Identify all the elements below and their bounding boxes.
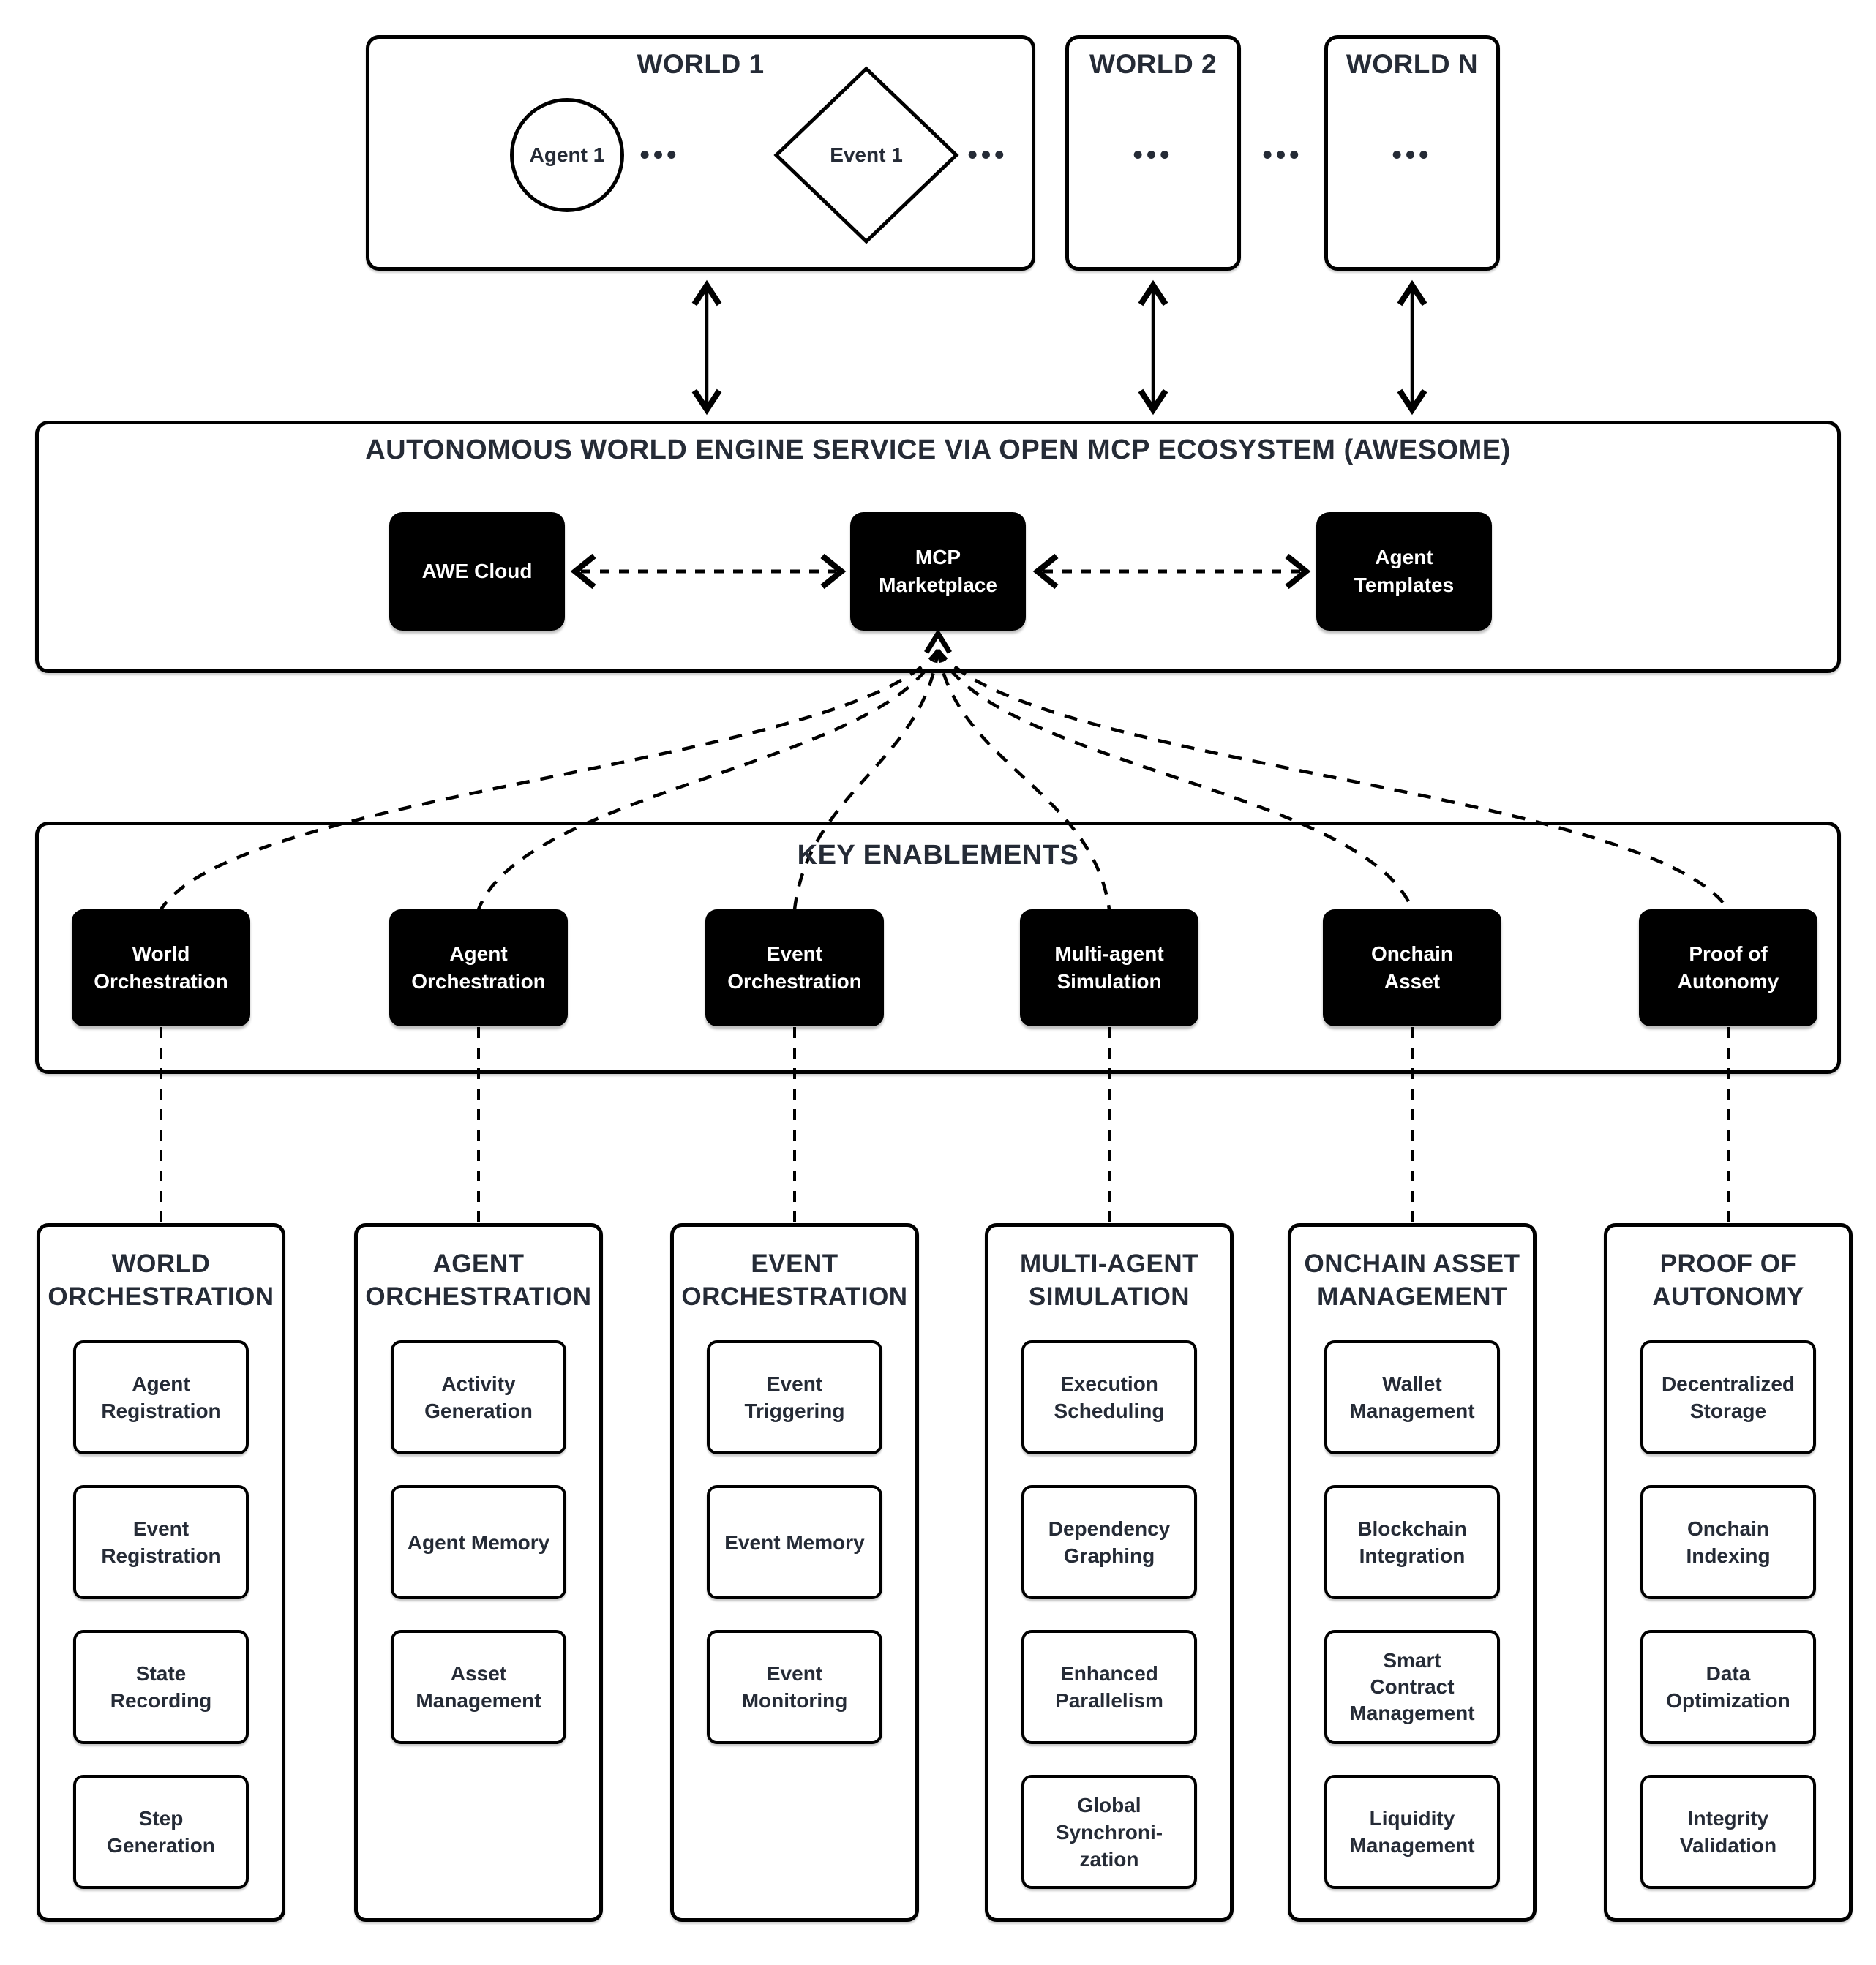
arrowhead-up-icon xyxy=(691,279,722,307)
arrowhead-right-icon xyxy=(1285,553,1311,590)
arrowhead-up-icon xyxy=(1138,279,1168,307)
column-world-orchestration: WORLD ORCHESTRATION Agent Registration E… xyxy=(37,1223,285,1922)
feature-box: Blockchain Integration xyxy=(1324,1485,1500,1599)
worldN-title: WORLD N xyxy=(1346,49,1479,79)
feature-box: Integrity Validation xyxy=(1640,1775,1816,1889)
feature-box: Global Synchroni- zation xyxy=(1021,1775,1197,1889)
feature-box: Event Memory xyxy=(707,1485,882,1599)
world1-box: WORLD 1 Agent 1 ••• Event 1 ••• xyxy=(366,35,1035,271)
onchain-asset-node: Onchain Asset xyxy=(1323,909,1501,1026)
feature-box: Activity Generation xyxy=(391,1340,566,1454)
feature-box: Liquidity Management xyxy=(1324,1775,1500,1889)
feature-box: Decentralized Storage xyxy=(1640,1340,1816,1454)
column-title: MULTI-AGENT SIMULATION xyxy=(1020,1250,1198,1311)
column-onchain-asset-management: ONCHAIN ASSET MANAGEMENT Wallet Manageme… xyxy=(1288,1223,1537,1922)
arrowhead-right-icon xyxy=(820,553,847,590)
world1-title: WORLD 1 xyxy=(637,49,765,79)
arrowhead-down-icon xyxy=(691,388,722,416)
worldN-ellipsis: ••• xyxy=(1392,140,1433,170)
agent1-circle: Agent 1 xyxy=(510,98,624,212)
world2-box: WORLD 2 ••• xyxy=(1065,35,1241,271)
column-agent-orchestration: AGENT ORCHESTRATION Activity Generation … xyxy=(354,1223,603,1922)
feature-box: Enhanced Parallelism xyxy=(1021,1630,1197,1744)
arrowhead-down-icon xyxy=(1397,388,1427,416)
feature-box: Event Registration xyxy=(73,1485,249,1599)
feature-box: Agent Memory xyxy=(391,1485,566,1599)
feature-box: Agent Registration xyxy=(73,1340,249,1454)
key-enablements-title: KEY ENABLEMENTS xyxy=(797,840,1079,871)
column-event-orchestration: EVENT ORCHESTRATION Event Triggering Eve… xyxy=(670,1223,919,1922)
event-ellipsis: ••• xyxy=(967,140,1008,170)
agent1-label: Agent 1 xyxy=(529,143,605,166)
mcp-onchain-asset-link xyxy=(936,649,1414,910)
proof-autonomy-node: Proof of Autonomy xyxy=(1639,909,1817,1026)
awesome-title: AUTONOMOUS WORLD ENGINE SERVICE VIA OPEN… xyxy=(365,435,1511,465)
world2-ellipsis: ••• xyxy=(1133,140,1174,170)
event1-label: Event 1 xyxy=(830,143,903,166)
key-enablements-band: KEY ENABLEMENTS World Orchestration Agen… xyxy=(35,822,1841,1074)
column-multiagent-simulation: MULTI-AGENT SIMULATION Execution Schedul… xyxy=(985,1223,1234,1922)
feature-box: Wallet Management xyxy=(1324,1340,1500,1454)
arrowhead-up-icon xyxy=(1397,279,1427,307)
agent-templates-node: Agent Templates xyxy=(1316,512,1492,631)
event-orchestration-node: Event Orchestration xyxy=(705,909,884,1026)
feature-box: Execution Scheduling xyxy=(1021,1340,1197,1454)
agent-orchestration-node: Agent Orchestration xyxy=(389,909,568,1026)
awesome-band: AUTONOMOUS WORLD ENGINE SERVICE VIA OPEN… xyxy=(35,421,1841,673)
feature-box: State Recording xyxy=(73,1630,249,1744)
column-proof-of-autonomy: PROOF OF AUTONOMY Decentralized Storage … xyxy=(1604,1223,1853,1922)
mcp-agent-orchestration-link xyxy=(476,649,940,910)
arrowhead-down-icon xyxy=(1138,388,1168,416)
feature-box: Step Generation xyxy=(73,1775,249,1889)
column-title: WORLD ORCHESTRATION xyxy=(48,1250,274,1311)
mcp-event-orchestration-link xyxy=(792,649,940,910)
world-orchestration-node: World Orchestration xyxy=(72,909,250,1026)
arrowhead-left-icon xyxy=(570,553,596,590)
mcp-marketplace-node: MCP Marketplace xyxy=(850,512,1026,631)
feature-box: Asset Management xyxy=(391,1630,566,1744)
worlds-between-ellipsis: ••• xyxy=(1262,140,1303,170)
arrowhead-up-icon xyxy=(924,628,952,654)
feature-box: Dependency Graphing xyxy=(1021,1485,1197,1599)
feature-box: Data Optimization xyxy=(1640,1630,1816,1744)
event-diamond-shape xyxy=(773,66,959,244)
awe-cloud-node: AWE Cloud xyxy=(389,512,565,631)
feature-box: Event Monitoring xyxy=(707,1630,882,1744)
multiagent-simulation-node: Multi-agent Simulation xyxy=(1020,909,1198,1026)
mcp-world-orchestration-link xyxy=(160,648,939,911)
arrowhead-left-icon xyxy=(1032,553,1059,590)
feature-box: Onchain Indexing xyxy=(1640,1485,1816,1599)
column-title: PROOF OF AUTONOMY xyxy=(1652,1250,1804,1311)
feature-box: Event Triggering xyxy=(707,1340,882,1454)
column-title: EVENT ORCHESTRATION xyxy=(681,1250,908,1311)
agent-ellipsis: ••• xyxy=(639,140,680,170)
worldN-box: WORLD N ••• xyxy=(1324,35,1500,271)
feature-box: Smart Contract Management xyxy=(1324,1630,1500,1744)
column-title: AGENT ORCHESTRATION xyxy=(365,1250,592,1311)
world2-title: WORLD 2 xyxy=(1089,49,1217,79)
mcp-proof-autonomy-link xyxy=(937,648,1730,911)
column-title: ONCHAIN ASSET MANAGEMENT xyxy=(1304,1250,1520,1311)
mcp-multiagent-simulation-link xyxy=(936,649,1111,910)
